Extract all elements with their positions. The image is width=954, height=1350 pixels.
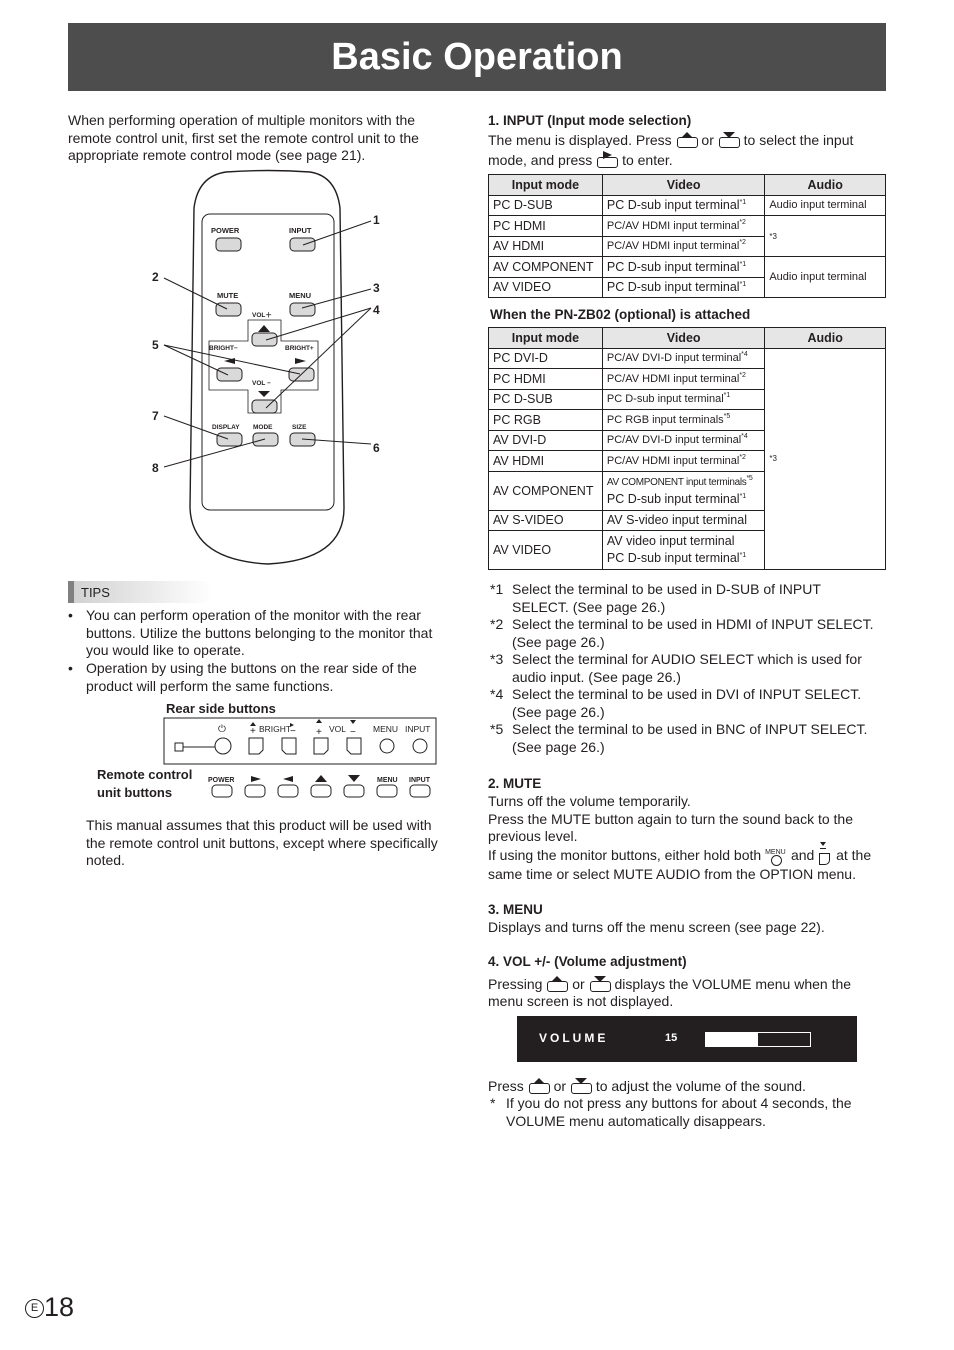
- remote-power-button[interactable]: [215, 237, 242, 252]
- svg-text:+: +: [316, 727, 322, 738]
- table-row: AV S-VIDEO AV S-video input terminal: [488, 509, 886, 531]
- input-mode-table: Input mode Video Audio PC D-SUB PC D-sub…: [488, 174, 886, 298]
- section1-heading: 1. INPUT (Input mode selection): [488, 113, 692, 128]
- remote-row-label-menu: MENU: [377, 777, 398, 784]
- section2-heading: 2. MUTE: [488, 776, 542, 791]
- section4-heading: 4. VOL +/- (Volume adjustment): [488, 954, 687, 969]
- table-row: AV DVI-D PC/AV DVI-D input terminal*4: [488, 429, 886, 451]
- title-bar: Basic Operation: [68, 23, 886, 91]
- vol-down-rear-button-icon: [818, 842, 832, 866]
- volume-label: VOLUME: [539, 1031, 609, 1045]
- remote-label-display: DISPLAY: [212, 424, 240, 431]
- remote-label-size: SIZE: [292, 424, 307, 431]
- vol-down-arrow-icon: [258, 391, 270, 397]
- assumption-text: This manual assumes that this product wi…: [86, 817, 438, 869]
- remote-display-button[interactable]: [216, 432, 243, 447]
- remote-label-power: POWER: [211, 226, 240, 235]
- section1-line2: mode, and press to enter.: [488, 151, 673, 168]
- menu-rear-button-icon: MENU: [765, 846, 787, 866]
- remote-vol-up-button[interactable]: [251, 332, 278, 347]
- remote-label-mute: MUTE: [217, 291, 238, 300]
- section4-line1: Pressing or displays the VOLUME menu whe…: [488, 976, 852, 992]
- section1-line1: The menu is displayed. Press or to selec…: [488, 132, 854, 148]
- up-button-icon: [676, 132, 698, 148]
- rear-label-vol: VOL: [329, 724, 346, 734]
- down-button-icon: [570, 1078, 592, 1094]
- tips-label: TIPS: [81, 585, 110, 600]
- down-button-icon: [718, 132, 740, 148]
- table-row: PC D-SUB PC D-sub input terminal*1 Audio…: [488, 194, 886, 216]
- section4-line3: Press or to adjust the volume of the sou…: [488, 1078, 806, 1094]
- remote-label-bright-plus: BRIGHT+: [285, 345, 314, 352]
- table-row: AV COMPONENT PC D-sub input terminal*1 A…: [488, 256, 886, 298]
- section4-line2: menu screen is not displayed.: [488, 993, 674, 1009]
- remote-label-mode: MODE: [253, 424, 273, 431]
- rear-label-bright: BRIGHT: [259, 724, 291, 734]
- section3-body: Displays and turns off the menu screen (…: [488, 919, 825, 935]
- remote-row-label-input: INPUT: [409, 777, 431, 784]
- callout-3: 3: [373, 281, 380, 295]
- volume-menu-osd: VOLUME 15: [517, 1016, 857, 1062]
- callout-4: 4: [373, 303, 380, 317]
- zb02-heading: When the PN-ZB02 (optional) is attached: [490, 307, 751, 322]
- svg-text:⏻: ⏻: [218, 724, 226, 735]
- svg-text:−: −: [290, 726, 296, 737]
- rear-label-menu: MENU: [373, 724, 398, 734]
- remote-label-menu: MENU: [289, 291, 311, 300]
- callout-8: 8: [152, 461, 159, 475]
- bright-up-arrow-icon: [295, 358, 306, 364]
- page-number: 18: [44, 1292, 75, 1322]
- up-button-icon: [528, 1078, 550, 1094]
- right-button-icon: [596, 151, 619, 168]
- rear-buttons-diagram: ⏻ BRIGHT VOL MENU INPUT +−+− POWER MENU …: [163, 717, 437, 798]
- callout-2: 2: [152, 270, 159, 284]
- callout-5: 5: [152, 338, 159, 352]
- callout-6: 6: [373, 441, 380, 455]
- svg-text:+: +: [250, 726, 256, 737]
- vol-up-arrow-icon: [258, 325, 270, 332]
- svg-text:−: −: [350, 727, 356, 738]
- table-row: PC HDMI PC/AV HDMI input terminal*2: [488, 368, 886, 390]
- remote-mode-button[interactable]: [252, 432, 279, 447]
- zb02-input-mode-table: Input mode Video Audio PC DVI-D PC/AV DV…: [488, 327, 886, 570]
- table-row: PC D-SUB PC D-sub input terminal*1: [488, 388, 886, 410]
- remote-row-label-power: POWER: [208, 777, 234, 784]
- remote-label-vol-plus: VOL＋: [252, 311, 272, 319]
- remote-bright-down-button[interactable]: [216, 367, 243, 382]
- page-title: Basic Operation: [331, 36, 623, 78]
- rear-label-input: INPUT: [405, 724, 431, 734]
- volume-gauge: [705, 1032, 811, 1047]
- tips-bar: TIPS: [68, 581, 213, 603]
- section3-heading: 3. MENU: [488, 902, 543, 917]
- intro-text: When performing operation of multiple mo…: [68, 112, 419, 164]
- remote-buttons-title: Remote control unit buttons: [97, 767, 193, 800]
- table-row: AV VIDEO PC D-sub input terminal*1: [488, 276, 886, 298]
- rear-buttons-title: Rear side buttons: [166, 701, 276, 716]
- section2-line4: If using the monitor buttons, either hol…: [488, 842, 871, 866]
- remote-label-bright-minus: BRIGHT−: [209, 345, 238, 352]
- remote-label-input: INPUT: [289, 226, 312, 235]
- section2-line5: same time or select MUTE AUDIO from the …: [488, 866, 856, 882]
- section2-body: Turns off the volume temporarily. Press …: [488, 793, 853, 845]
- remote-label-vol-minus: VOL −: [252, 380, 271, 387]
- table-row: PC HDMI PC/AV HDMI input terminal*2 *3: [488, 215, 886, 257]
- table-row: AV VIDEO AV video input terminal PC D-su…: [488, 530, 886, 570]
- table-row: PC RGB PC RGB input terminals*5: [488, 409, 886, 431]
- page-language-badge: E: [25, 1299, 44, 1318]
- callout-1: 1: [373, 213, 380, 227]
- up-button-icon: [546, 976, 569, 992]
- volume-value: 15: [665, 1032, 678, 1044]
- remote-control-illustration: POWER INPUT MUTE MENU VOL＋ BRIGHT− BRIGH…: [152, 169, 380, 565]
- down-button-icon: [589, 976, 611, 992]
- remote-input-button[interactable]: [289, 237, 316, 252]
- volume-gauge-fill: [706, 1033, 758, 1046]
- table-row: AV COMPONENT AV COMPONENT input terminal…: [488, 470, 886, 511]
- remote-vol-down-button[interactable]: [251, 399, 278, 414]
- table-row: PC DVI-D PC/AV DVI-D input terminal*4 *3: [488, 347, 886, 570]
- callout-7: 7: [152, 409, 159, 423]
